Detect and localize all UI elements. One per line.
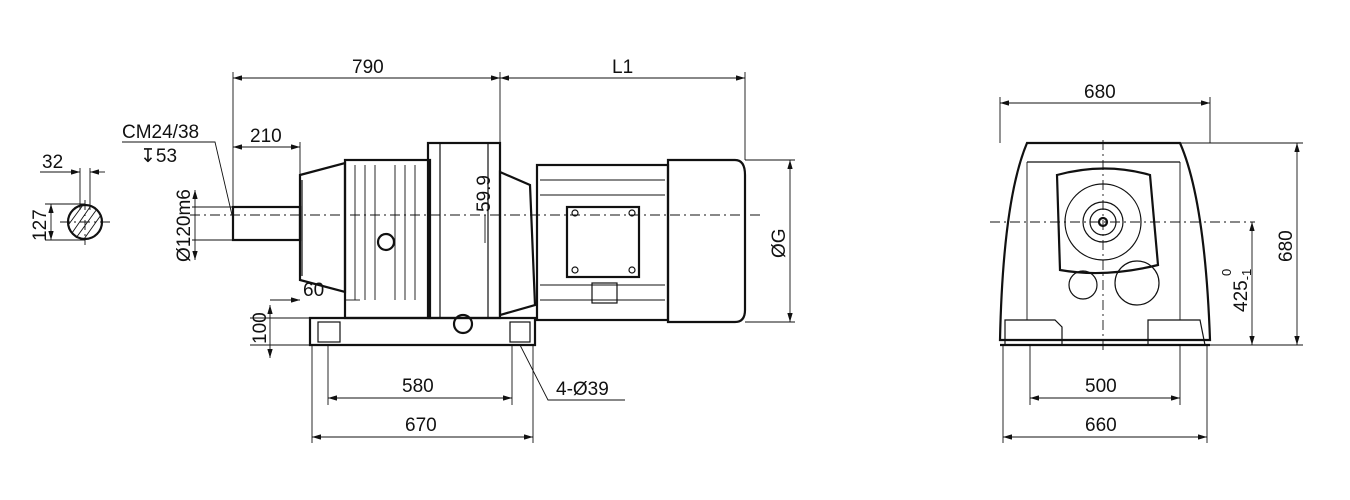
dim-59-9: 59.9 bbox=[474, 175, 495, 212]
center-tol-upper: 0 bbox=[1219, 269, 1234, 276]
dim-height-680: 680 bbox=[1276, 230, 1297, 262]
dim-210: 210 bbox=[250, 126, 282, 147]
dim-100: 100 bbox=[250, 312, 271, 344]
dim-center-height: 425-1 bbox=[1231, 269, 1254, 312]
motor-diameter-label: ØG bbox=[769, 228, 790, 258]
holes-label: 4-Ø39 bbox=[556, 379, 609, 400]
dim-width-680: 680 bbox=[1084, 82, 1116, 103]
center-height-value: 425 bbox=[1231, 280, 1252, 312]
key-width-label: 32 bbox=[42, 152, 63, 173]
dim-580: 580 bbox=[402, 376, 434, 397]
shaft-section-view: 32 127 bbox=[30, 152, 110, 245]
center-tol-lower: -1 bbox=[1239, 269, 1254, 281]
shaft-diameter-label: Ø120m6 bbox=[174, 189, 195, 262]
shaft-height-label: 127 bbox=[30, 209, 51, 241]
dim-670: 670 bbox=[405, 415, 437, 436]
side-view: 790 L1 210 CM24/38 ↧53 Ø120m6 59.9 ØG 60… bbox=[122, 57, 795, 443]
dim-660: 660 bbox=[1085, 415, 1117, 436]
thread-note: CM24/38 bbox=[122, 122, 199, 143]
thread-depth: ↧53 bbox=[140, 146, 177, 167]
dim-60: 60 bbox=[303, 280, 324, 301]
dim-500: 500 bbox=[1085, 376, 1117, 397]
dim-L1: L1 bbox=[612, 57, 633, 78]
dim-790: 790 bbox=[352, 57, 384, 78]
end-view: 680 680 425-1 0 500 660 bbox=[990, 82, 1303, 443]
